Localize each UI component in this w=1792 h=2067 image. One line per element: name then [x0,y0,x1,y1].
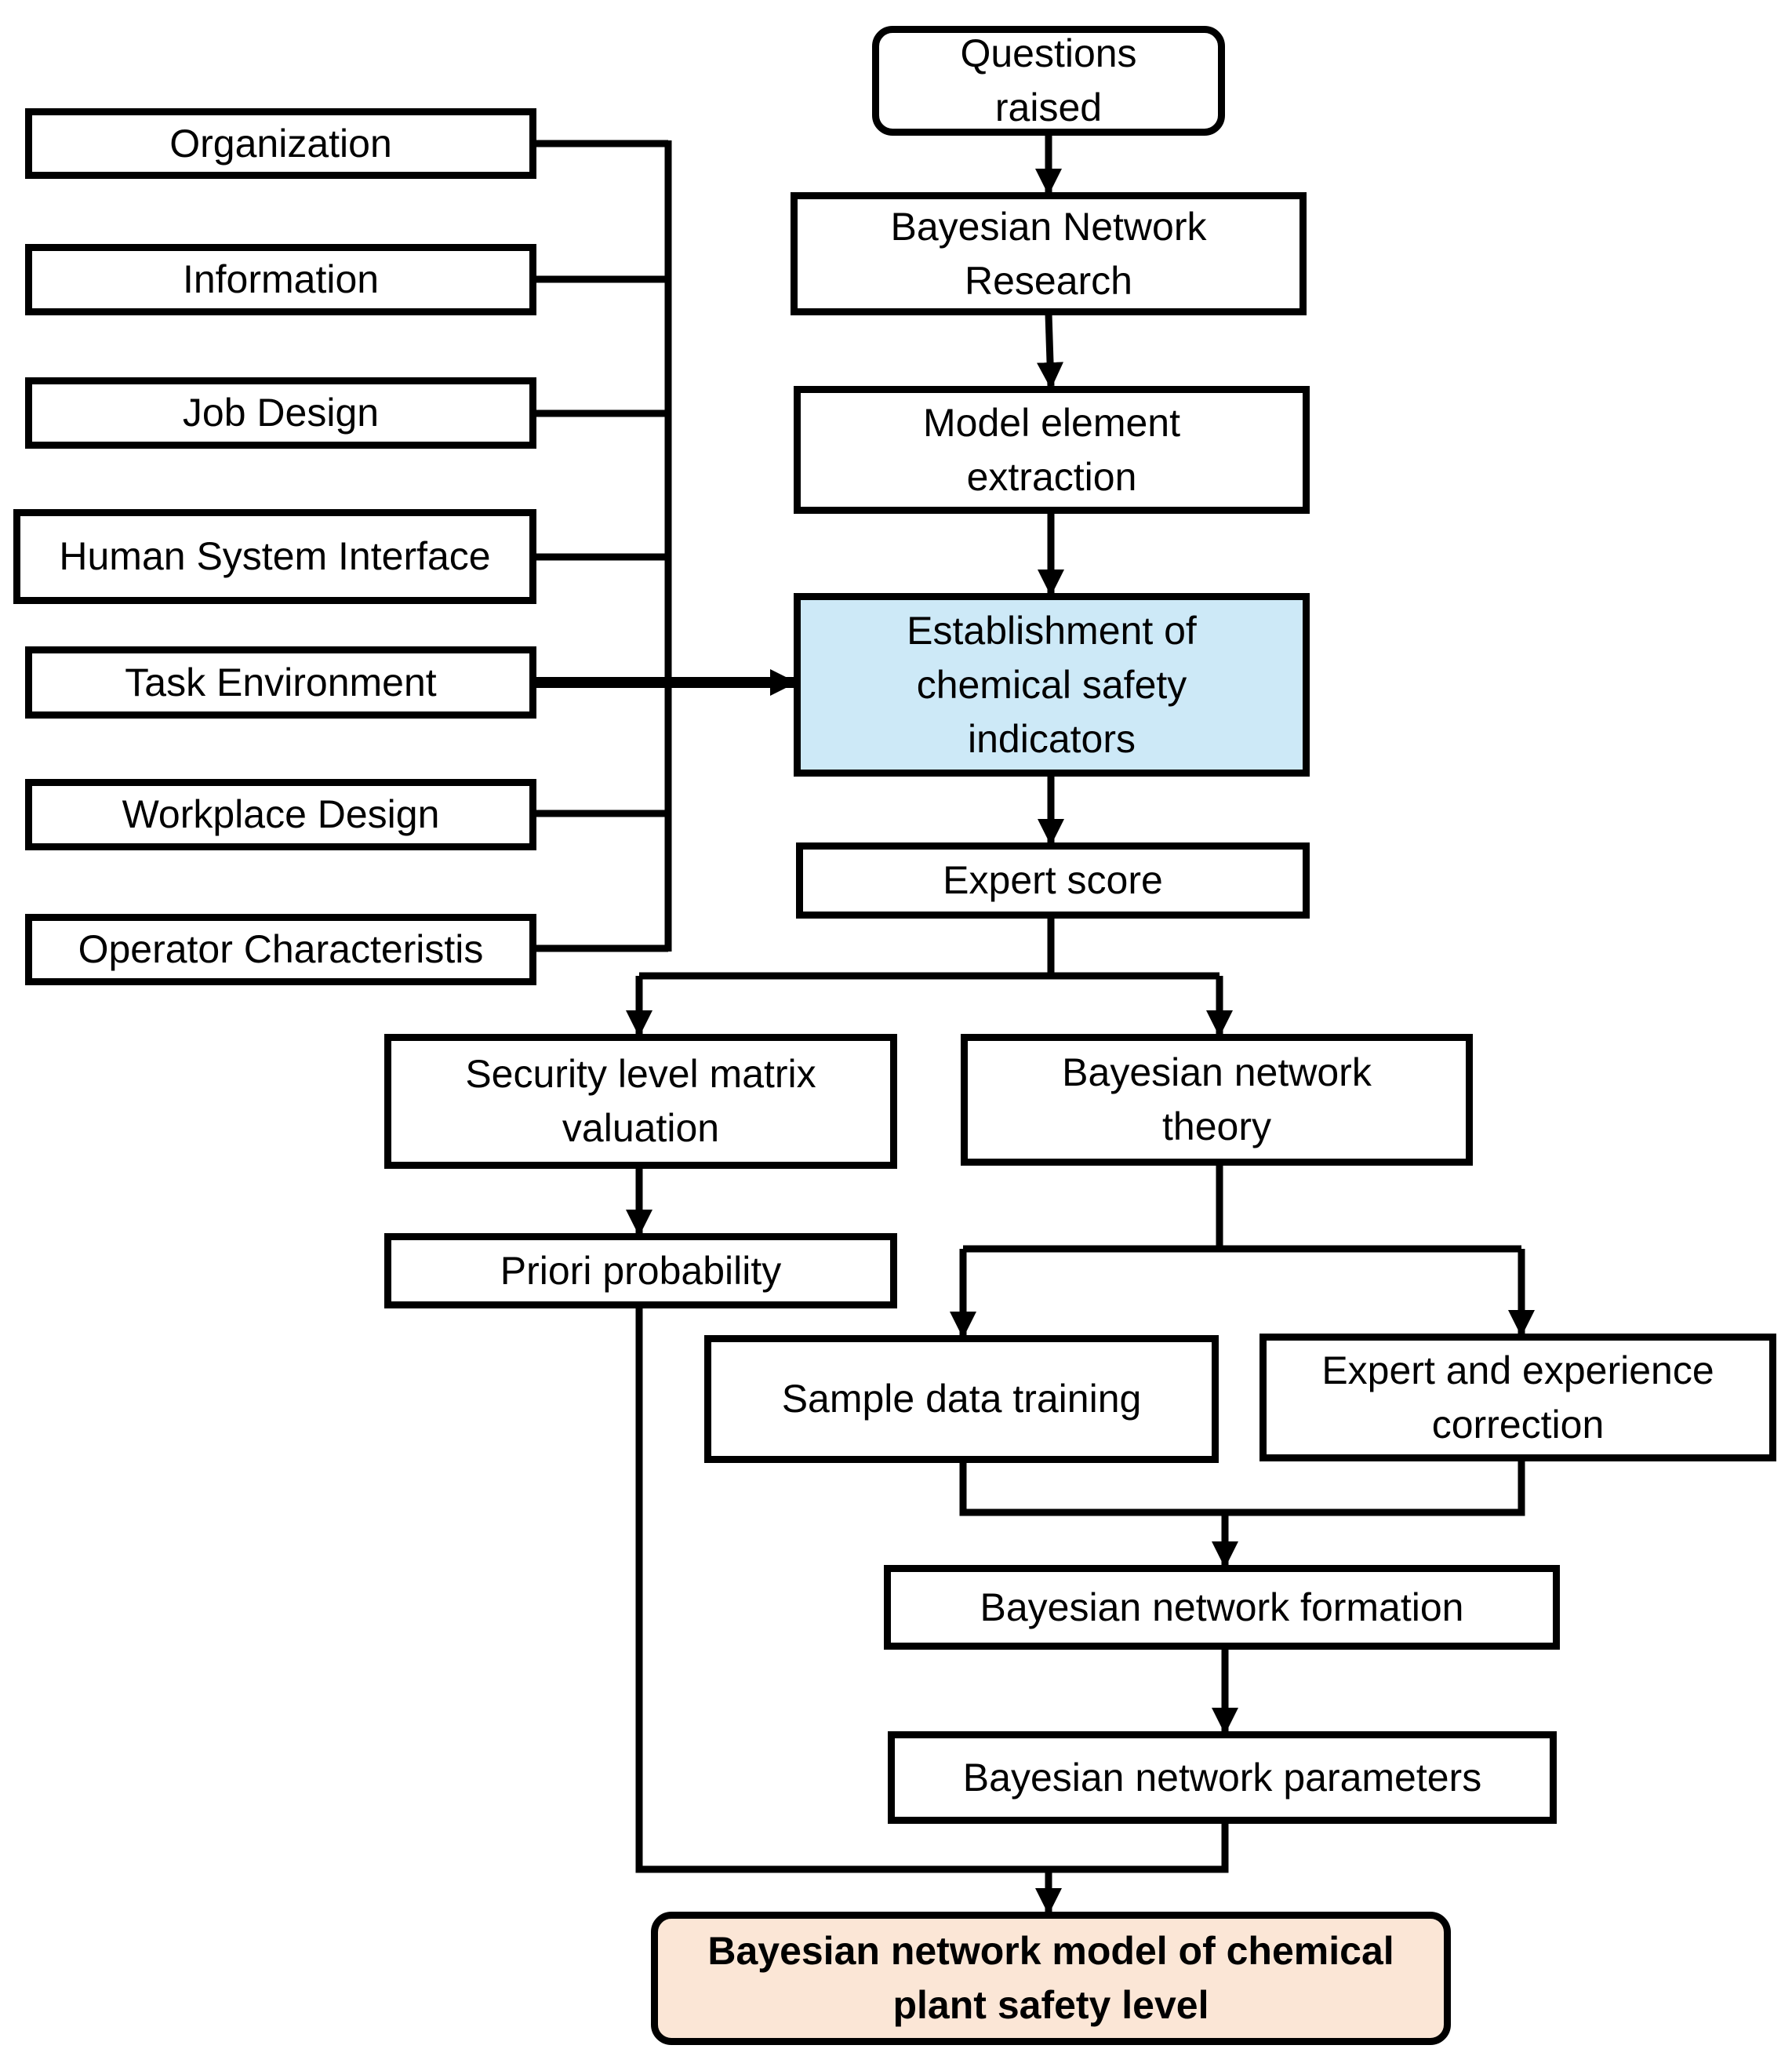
step-bayesian-network-research: Bayesian Network Research [791,192,1307,315]
step-questions-raised: Questions raised [872,26,1225,136]
step-bayesian-network-parameters: Bayesian network parameters [888,1731,1557,1824]
factor-task-environment: Task Environment [25,646,536,719]
factor-job-design: Job Design [25,377,536,449]
arrow-research-to-extraction [1037,313,1064,389]
step-final-safety-model: Bayesian network model of chemical plant… [651,1912,1451,2045]
factor-operator-characteristis: Operator Characteristis [25,914,536,985]
factor-workplace-design: Workplace Design [25,779,536,850]
step-bayesian-network-theory: Bayesian network theory [961,1034,1473,1166]
step-model-element-extraction: Model element extraction [794,386,1310,514]
factor-human-system-interface: Human System Interface [13,509,536,604]
connector-priori-to-final [635,1306,1229,1873]
connector-expert-score-split [639,916,1220,980]
step-priori-probability: Priori probability [384,1233,897,1308]
step-sample-data-training: Sample data training [704,1335,1219,1463]
step-chemical-safety-indicators: Establishment of chemical safety indicat… [794,593,1310,777]
factor-organization: Organization [25,108,536,179]
step-security-level-matrix: Security level matrix valuation [384,1034,897,1169]
step-expert-score: Expert score [796,842,1310,919]
factor-information: Information [25,244,536,315]
connector-training-merge [959,1459,1525,1516]
step-expert-experience-correction: Expert and experience correction [1259,1334,1776,1461]
connector-bn-theory-split [963,1163,1521,1253]
step-bayesian-network-formation: Bayesian network formation [884,1565,1560,1650]
